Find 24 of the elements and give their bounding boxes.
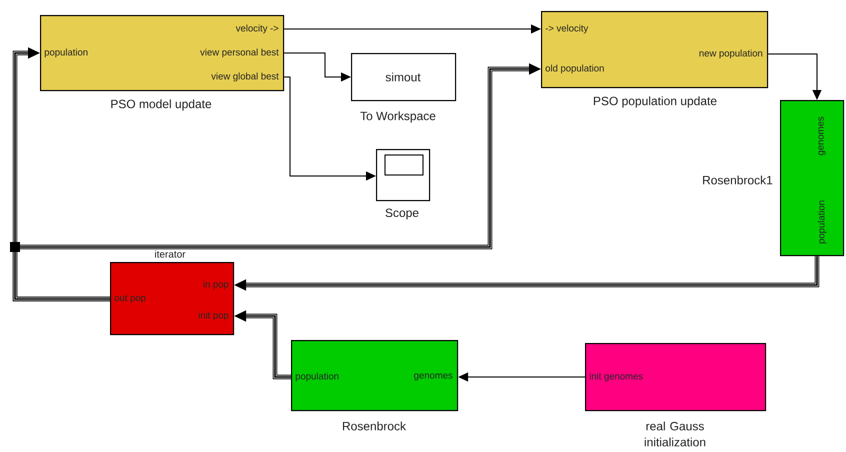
port-label: view personal best [200,48,279,58]
block-label: iterator [155,250,186,258]
port-label: init pop [198,312,228,320]
port-label: new population [700,50,762,58]
port-label: population [296,372,338,382]
block-label: real Gauss initialization [644,422,706,446]
block-label: PSO model update [111,99,212,111]
block-label: Scope [386,208,418,220]
port-label: genomes [414,373,452,381]
port-label: population [818,200,826,244]
port-label: view global best [211,72,279,82]
port-label: population [44,48,88,58]
port-label: old population [546,64,604,74]
port-label: -> velocity [546,24,588,34]
port-label: velocity -> [236,24,278,34]
block-label: PSO population update [594,96,716,108]
port-label: init genomes [590,372,643,382]
block-text: simout [386,72,421,82]
block-label: Rosenbrock [342,422,406,430]
port-label: genomes [818,116,826,156]
block-label: Rosenbrock1 [703,176,772,184]
port-label: in pop [204,280,228,290]
port-label: out pop [114,294,146,304]
block-label: To Workspace [360,111,436,123]
